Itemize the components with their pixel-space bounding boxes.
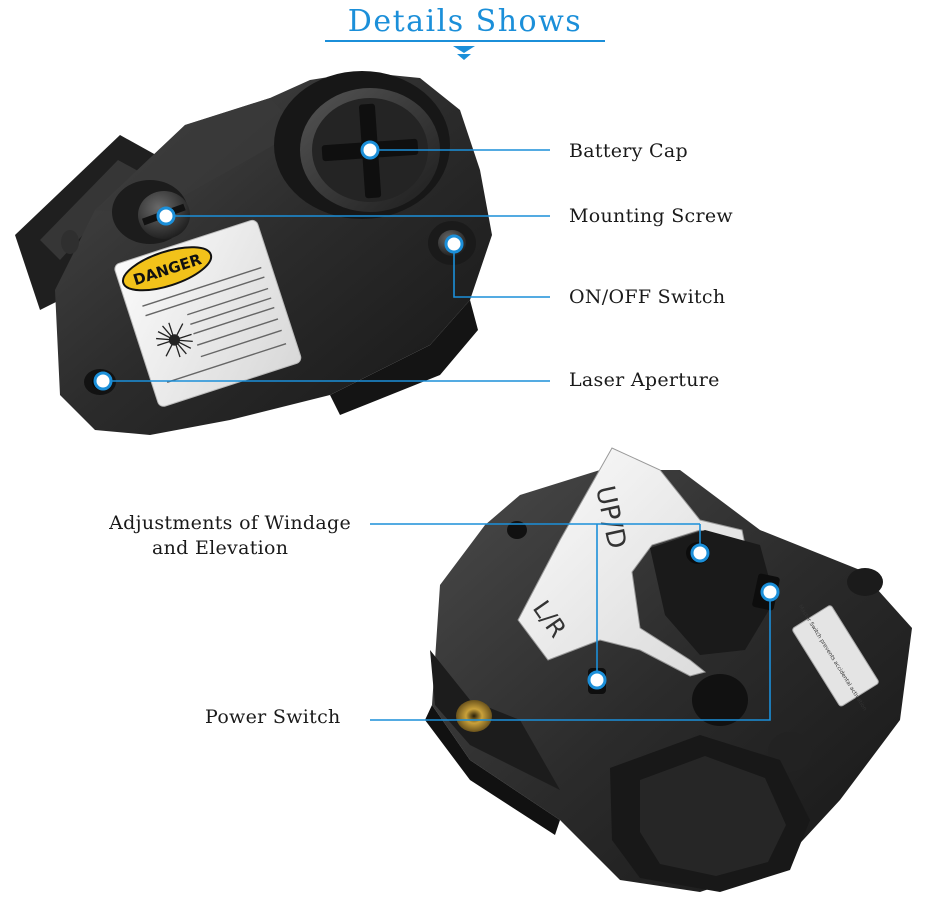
title-underline bbox=[325, 40, 605, 42]
bottom-laser-unit: UP/D L/R Master Switch prevents accident… bbox=[425, 447, 912, 892]
callout-windage-elevation-line2: and Elevation bbox=[152, 537, 289, 559]
callout-lines bbox=[103, 149, 771, 721]
callout-laser-aperture: Laser Aperture bbox=[569, 369, 720, 391]
page-title: Details Shows bbox=[347, 4, 583, 39]
callout-battery-cap: Battery Cap bbox=[569, 140, 688, 162]
brass-aperture bbox=[456, 700, 492, 732]
adjustment-plate: UP/D L/R bbox=[517, 447, 746, 677]
double-chevron-down-icon bbox=[453, 46, 475, 60]
danger-label: DANGER bbox=[114, 219, 302, 407]
callout-on-off-switch: ON/OFF Switch bbox=[569, 286, 726, 308]
callout-power-switch: Power Switch bbox=[205, 706, 341, 728]
laser-starburst-icon bbox=[156, 322, 193, 358]
callout-mounting-screw: Mounting Screw bbox=[569, 205, 733, 227]
callout-windage-elevation-line1: Adjustments of Windage bbox=[109, 512, 351, 534]
front-pressure-pad bbox=[610, 735, 810, 892]
callout-dots bbox=[93, 140, 780, 690]
